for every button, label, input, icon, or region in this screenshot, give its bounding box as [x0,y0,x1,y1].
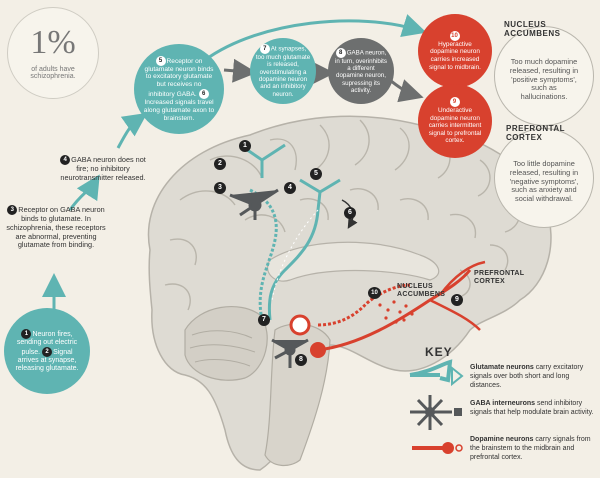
prefrontal-cortex-heading: PREFRONTAL CORTEX [506,124,565,142]
stat-value: 1% [30,24,76,61]
dopamine-release-dots [378,300,414,324]
step-6-text: Increased signals travel along glutamate… [143,99,215,122]
step-number: 2 [42,346,53,357]
step-number: 1 [21,328,32,339]
step-number: 4 [60,155,71,165]
brain-label-prefrontal-cortex: PREFRONTAL CORTEX [474,270,525,285]
marker-3: 3 [214,182,226,194]
brain-label-nucleus-accumbens: NUCLEUS ACCUMBENS [397,283,446,298]
dopamine-cell-body-hollow [289,314,311,336]
step-number: 3 [7,205,18,215]
key-item-label: Dopamine neurons [470,436,534,443]
key-item-label: Glutamate neurons [470,364,534,371]
marker-10: 10 [368,287,381,299]
stat-circle: 1% of adults have schizophrenia. [7,7,99,99]
marker-2: 2 [214,158,226,170]
flow-arrows [42,14,427,310]
key-item-gaba: GABA interneurons send inhibitory signal… [470,400,595,418]
dopamine-neuron [317,260,486,352]
marker-5: 5 [310,168,322,180]
key-item-label: GABA interneurons [470,400,536,407]
nucleus-accumbens-circle: Too much dopamine released, resulting in… [494,26,594,126]
step-8-text: GABA neuron, in turn, overinhibits a dif… [335,49,387,94]
key-item-dopamine: Dopamine neurons carry signals from the … [470,436,595,462]
marker-4: 4 [284,182,296,194]
nucleus-accumbens-heading: NUCLEUS ACCUMBENS [504,20,561,38]
step-2-text: Signal arrives at synapse, releasing glu… [15,348,79,373]
step-number: 5 [155,55,166,66]
key-item-description: carry excitatory signals over both short… [470,364,584,389]
step-number: 10 [449,30,460,41]
step-10-text: Hyperactive dopamine neuron carries incr… [429,40,481,71]
prefrontal-cortex-circle: Too little dopamine released, resulting … [494,128,594,228]
marker-9: 9 [451,294,463,306]
step-1-text: Neuron fires, sending out electric pulse… [16,330,78,356]
marker-8: 8 [295,354,307,366]
step-3-text: Receptor on GABA neuron binds to glutama… [6,204,106,250]
step-number: 6 [198,89,209,99]
step-number: 7 [259,44,270,55]
step-number: 9 [449,97,460,108]
dopamine-cell-body [310,342,326,358]
step-9-text: Underactive dopamine neuron carries inte… [428,107,482,145]
gaba-neuron [229,188,309,368]
marker-1: 1 [239,140,251,152]
stat-caption: of adults have schizophrenia. [30,66,76,80]
prefrontal-cortex-text: Too little dopamine released, resulting … [509,158,579,204]
step-5-text: Receptor on glutamate neuron binds to ex… [144,57,214,98]
key-title: KEY [425,345,453,359]
key-item-glutamate: Glutamate neurons carry excitatory signa… [470,364,595,390]
marker-7: 7 [258,314,270,326]
step-7-text: At synapses, too much glutamate is relea… [255,45,311,98]
nucleus-accumbens-text: Too much dopamine released, resulting in… [509,56,579,102]
marker-6: 6 [344,207,356,219]
step-4-text: GABA neuron does not fire; no inhibitory… [60,154,146,182]
key-icons [409,359,464,454]
key-item-description: send inhibitory signals that help modula… [470,400,594,416]
step-number: 8 [335,47,346,58]
key-item-description: carry signals from the brainstem to the … [470,436,591,461]
